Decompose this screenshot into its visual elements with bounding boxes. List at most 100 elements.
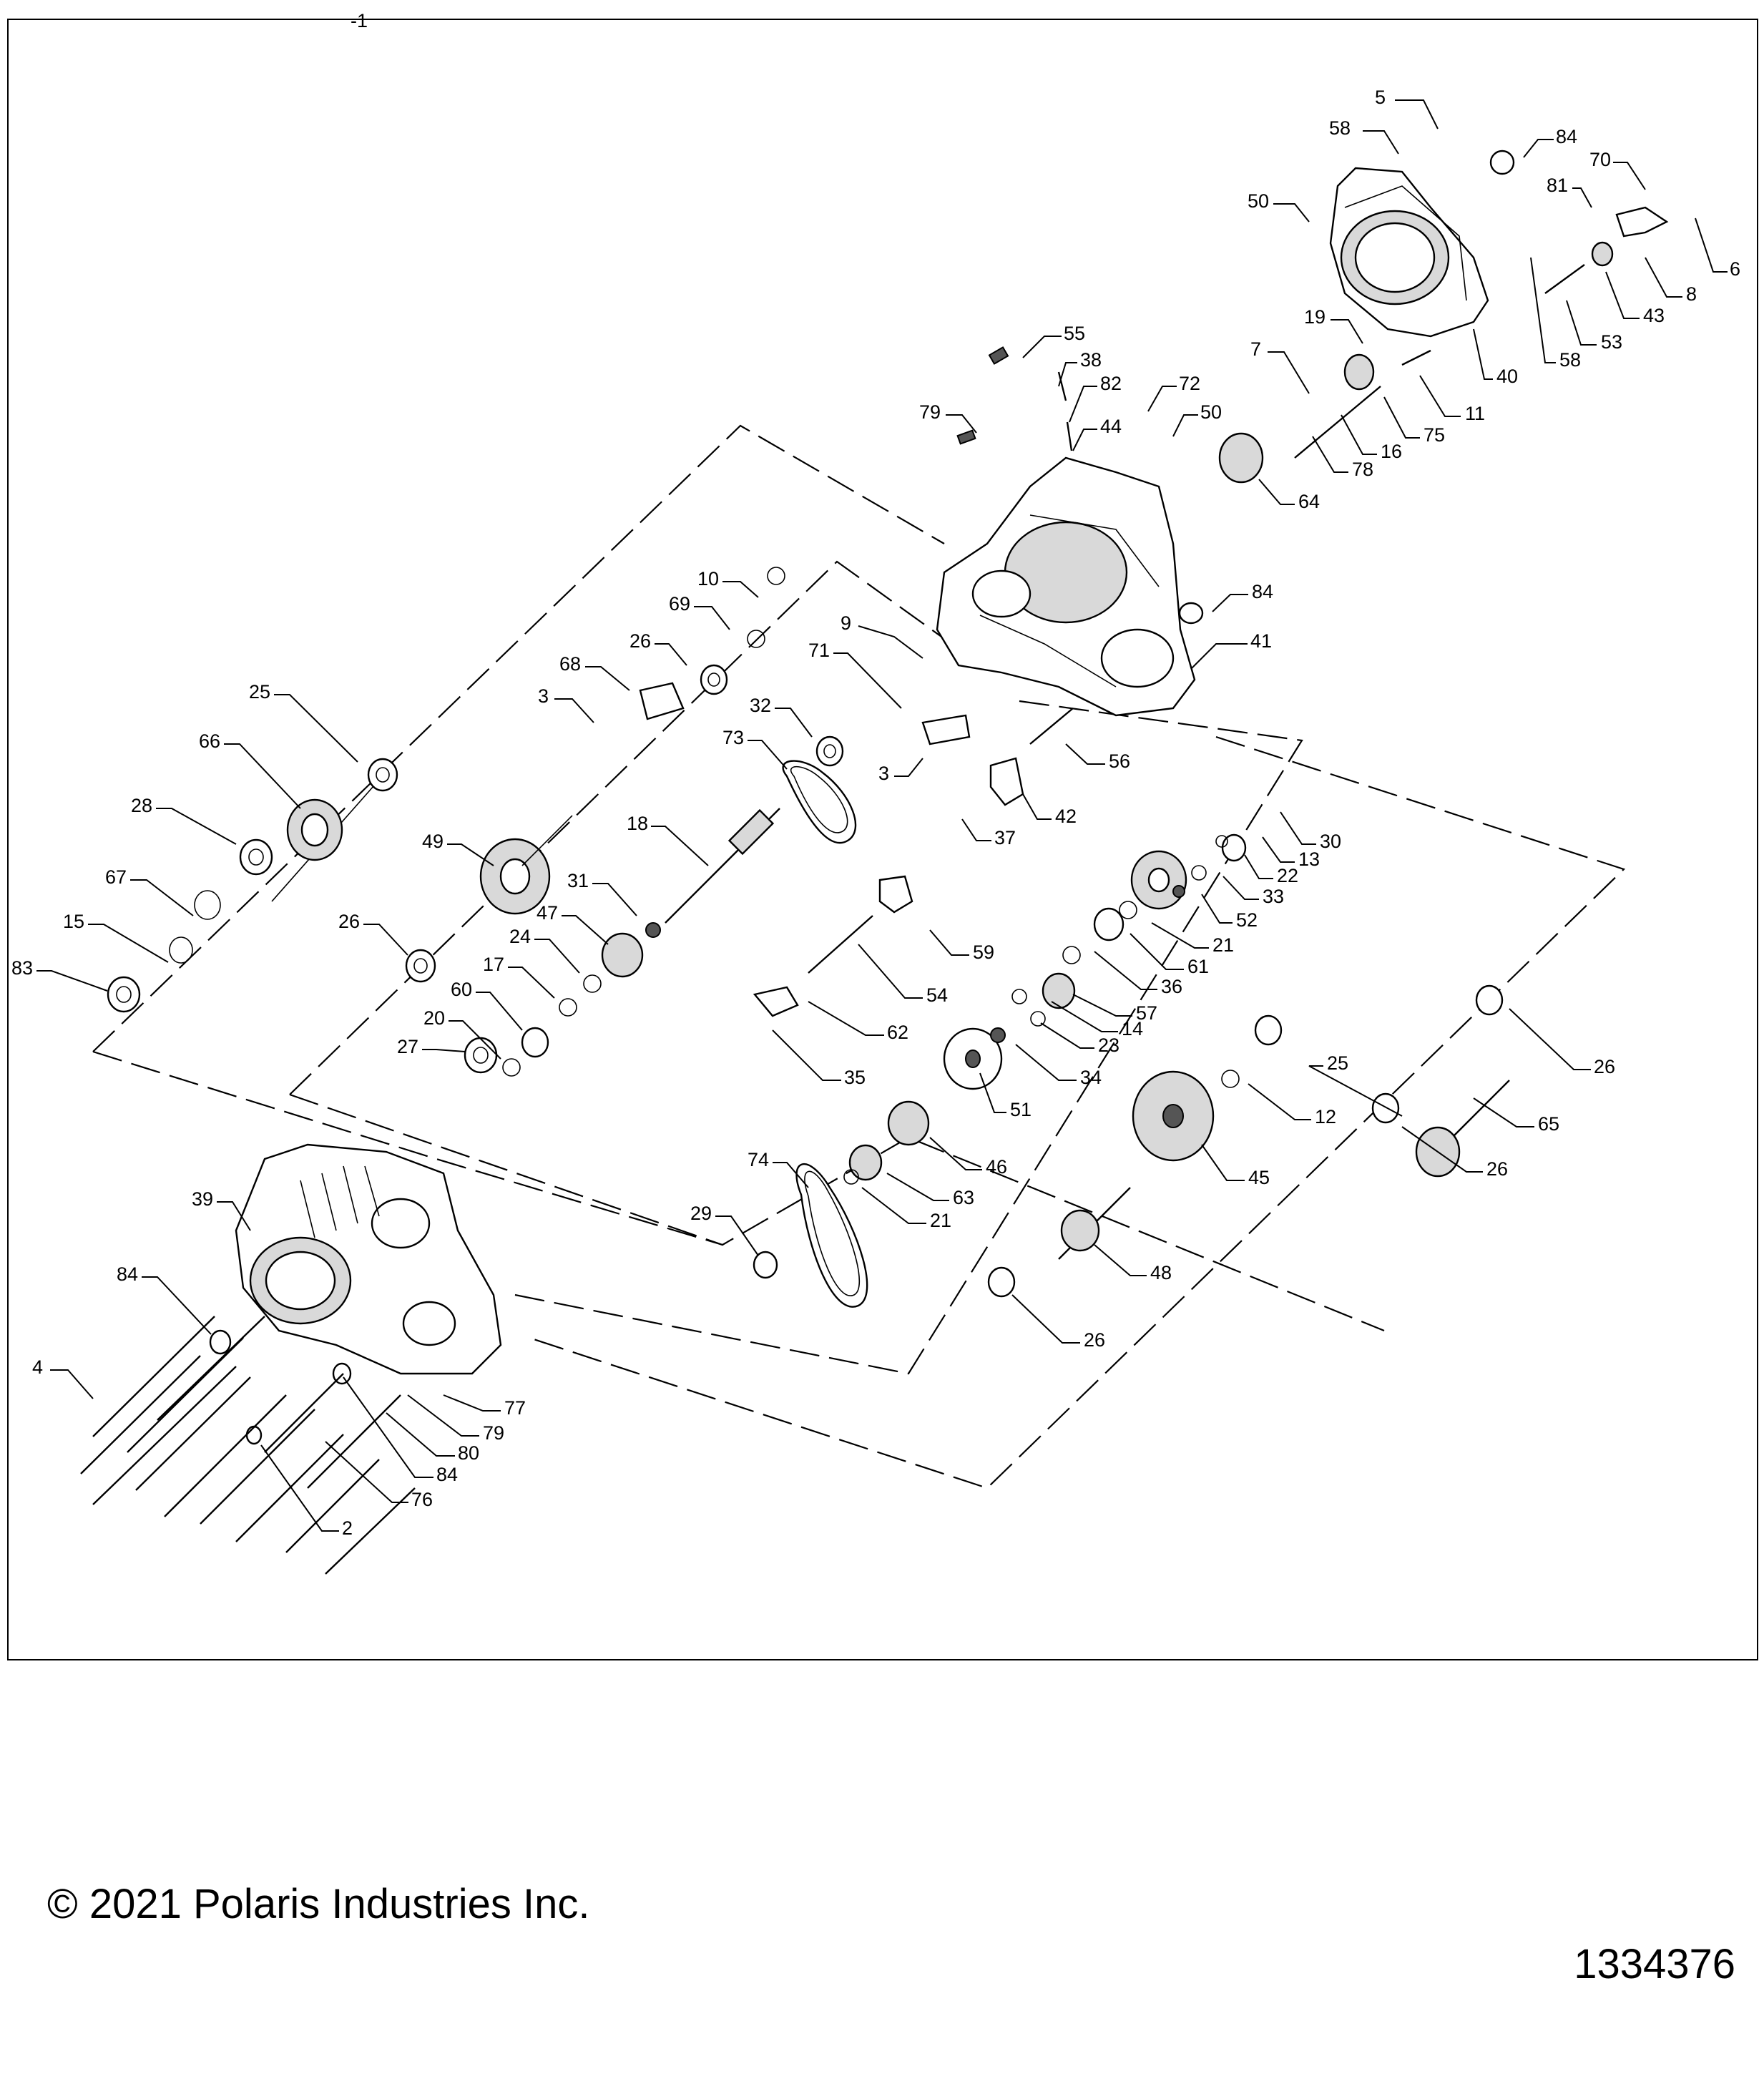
callout-26: 26 <box>1084 1329 1105 1351</box>
leader-line-83 <box>36 970 108 992</box>
leader-line-14 <box>1051 1001 1118 1032</box>
leader-line-53 <box>1566 300 1597 346</box>
leader-line-3 <box>894 758 923 777</box>
callout-40: 40 <box>1496 366 1518 387</box>
leader-line-46 <box>929 1137 982 1170</box>
callout-79: 79 <box>919 401 941 423</box>
leader-line-59 <box>929 929 969 956</box>
callout-22: 22 <box>1277 865 1298 886</box>
leader-line-71 <box>833 652 902 709</box>
callout-35: 35 <box>844 1067 866 1088</box>
callout-47: 47 <box>536 902 558 924</box>
leader-line-47 <box>562 915 609 945</box>
leader-line-5 <box>1395 99 1439 129</box>
callout-17: 17 <box>483 954 504 975</box>
callout-18: 18 <box>627 813 648 834</box>
leader-line-69 <box>694 606 730 630</box>
leader-line-33 <box>1222 876 1259 900</box>
callout-9: 9 <box>841 612 851 634</box>
leader-line-26 <box>1011 1294 1080 1344</box>
callout-26: 26 <box>1594 1056 1615 1077</box>
leader-line-52 <box>1201 894 1233 924</box>
callout-7: 7 <box>1250 338 1261 360</box>
leader-line-21 <box>861 1187 926 1224</box>
leader-line-81 <box>1572 187 1592 208</box>
leader-line-28 <box>156 808 237 845</box>
callout-27: 27 <box>397 1036 418 1057</box>
callout-26: 26 <box>629 630 651 652</box>
leader-line-11 <box>1419 375 1461 417</box>
callout-32: 32 <box>750 695 771 716</box>
callout-84: 84 <box>1252 581 1273 602</box>
leader-line-41 <box>1190 643 1248 670</box>
callout-74: 74 <box>748 1149 769 1170</box>
callout-21: 21 <box>930 1210 951 1231</box>
callout-82: 82 <box>1100 373 1122 394</box>
leader-line-51 <box>979 1072 1006 1113</box>
leader-line-75 <box>1383 396 1420 439</box>
cover-bolts <box>80 1316 416 1575</box>
leader-line-26 <box>655 643 687 666</box>
leader-line-50 <box>1172 414 1198 437</box>
leader-line-2 <box>260 1444 339 1532</box>
leader-line-22 <box>1244 854 1273 879</box>
leader-line-66 <box>224 743 301 809</box>
callout-69: 69 <box>669 593 690 615</box>
leader-line-73 <box>748 740 788 770</box>
leader-line-56 <box>1065 743 1105 765</box>
callout-58: 58 <box>1559 349 1581 371</box>
leader-line-16 <box>1341 414 1377 455</box>
callout-64: 64 <box>1298 491 1320 512</box>
callout-26: 26 <box>338 911 360 932</box>
callout-51: 51 <box>1010 1099 1032 1120</box>
leader-line-48 <box>1094 1244 1147 1276</box>
callout-79: 79 <box>483 1422 504 1444</box>
leader-line-84 <box>1212 594 1248 612</box>
callout-29: 29 <box>690 1203 712 1224</box>
callout-10: 10 <box>697 568 719 590</box>
leader-line-54 <box>858 944 923 999</box>
leader-line-76 <box>325 1441 408 1503</box>
callout-61: 61 <box>1187 956 1209 977</box>
callout-36: 36 <box>1161 976 1182 997</box>
leader-line-26 <box>363 924 408 956</box>
callout-76: 76 <box>411 1489 433 1510</box>
leader-line-15 <box>88 924 169 963</box>
leader-line-42 <box>1022 793 1052 820</box>
callout-3: 3 <box>878 763 889 784</box>
callout-37: 37 <box>994 827 1016 848</box>
callout-84: 84 <box>436 1464 458 1485</box>
callout-2: 2 <box>342 1517 353 1539</box>
leader-line-68 <box>585 666 630 691</box>
callout-81: 81 <box>1547 175 1568 196</box>
leader-line-61 <box>1130 933 1184 970</box>
leader-line-50 <box>1273 203 1310 222</box>
callout-68: 68 <box>559 653 581 675</box>
leader-line-34 <box>1015 1044 1077 1081</box>
callout-58: 58 <box>1329 117 1351 139</box>
leader-line-21 <box>1151 922 1209 949</box>
callout-25: 25 <box>1327 1052 1348 1074</box>
callout-23: 23 <box>1098 1034 1119 1056</box>
callout-14: 14 <box>1122 1018 1143 1039</box>
callout-46: 46 <box>986 1156 1007 1178</box>
leader-line-36 <box>1094 951 1157 990</box>
callout-59: 59 <box>973 941 994 963</box>
leader-line-38 <box>1058 362 1077 387</box>
callout-56: 56 <box>1109 750 1130 772</box>
leader-line-58 <box>1363 130 1399 155</box>
leader-line-77 <box>443 1394 501 1412</box>
leader-line-12 <box>1248 1083 1311 1120</box>
callout-26: 26 <box>1486 1158 1508 1180</box>
left-housing-cover <box>235 1143 502 1375</box>
leader-line-26 <box>1509 1008 1591 1070</box>
document-number: 1334376 <box>1574 1941 1735 1987</box>
leader-line-67 <box>130 879 194 916</box>
leader-line-18 <box>651 826 709 866</box>
leader-line-30 <box>1280 811 1316 845</box>
callout-78: 78 <box>1352 459 1373 480</box>
leader-line-62 <box>808 1001 884 1036</box>
leader-line-49 <box>447 843 494 866</box>
leader-line-65 <box>1473 1097 1534 1127</box>
leader-line-31 <box>592 883 637 916</box>
